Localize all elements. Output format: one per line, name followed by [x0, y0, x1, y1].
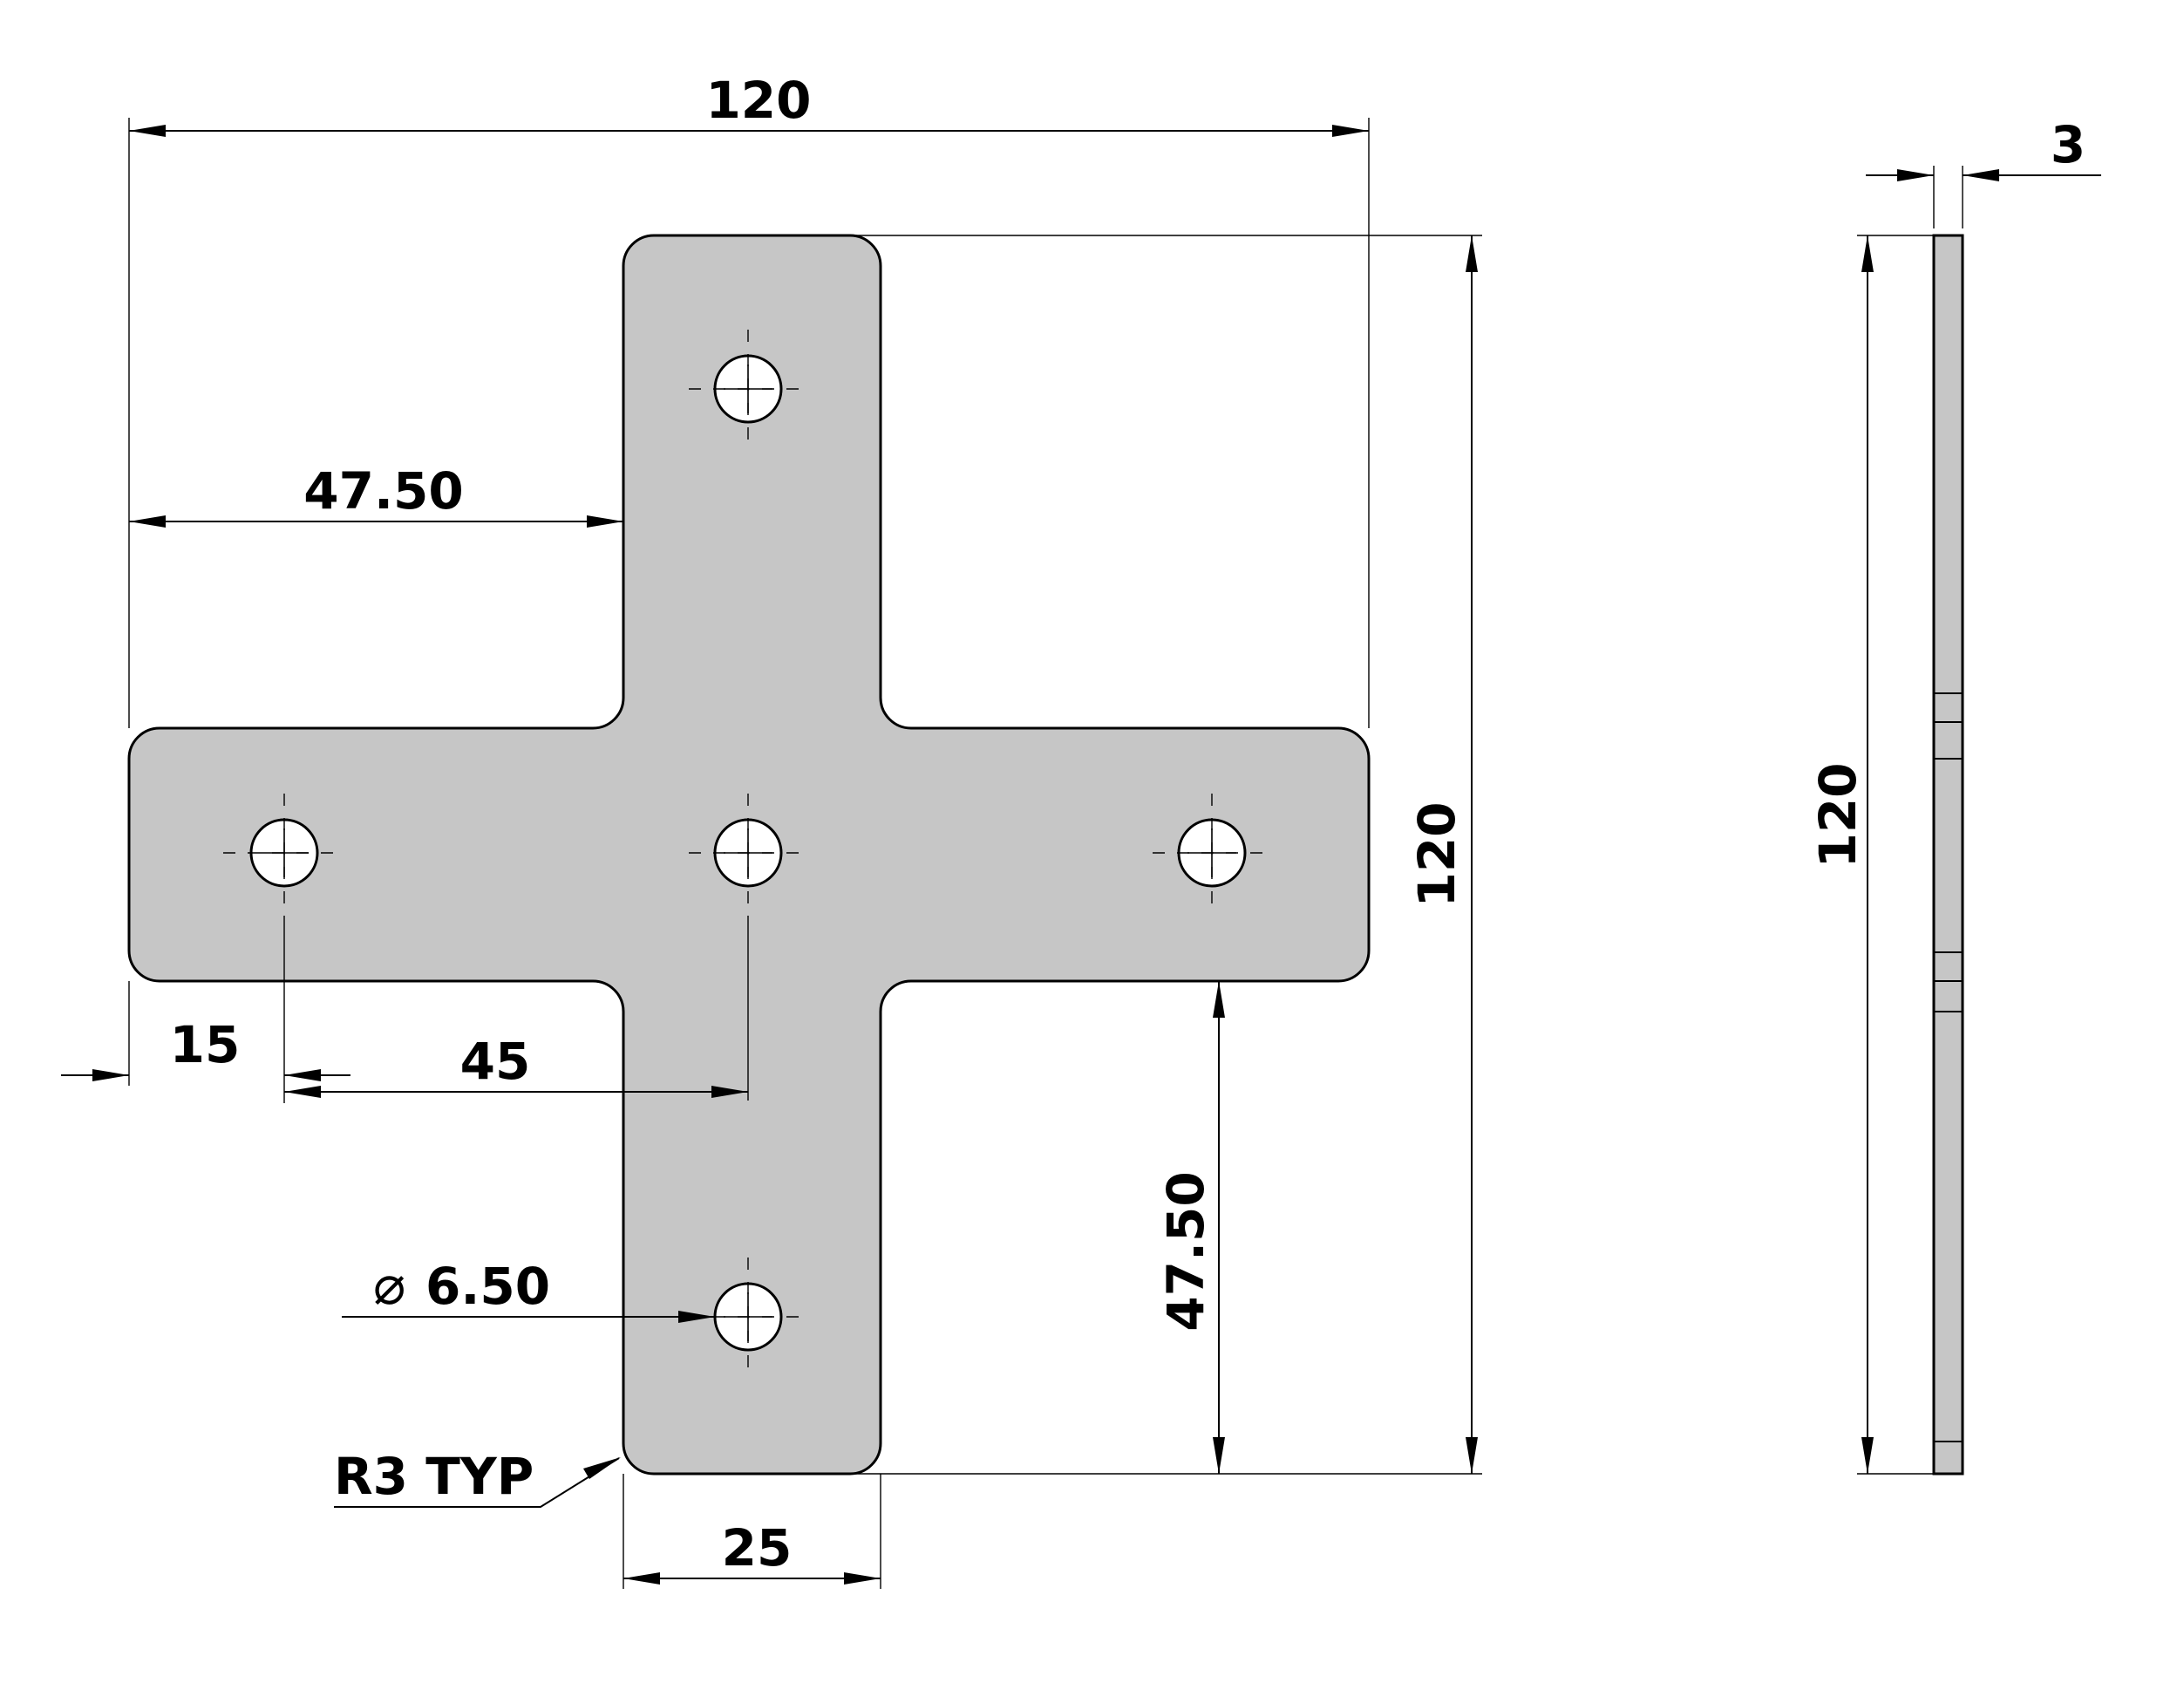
dim-label-overall-width: 120 [705, 71, 811, 130]
dim-label-thickness: 3 [2051, 115, 2085, 174]
dim-arm-width: 25 [623, 1474, 881, 1589]
dim-arm-offset-left: 47.50 [129, 461, 623, 528]
dim-label-overall-height: 120 [1407, 801, 1466, 907]
dim-label-side-height: 120 [1808, 762, 1868, 868]
dim-label-hole-spacing: 45 [460, 1032, 531, 1091]
dim-corner-radius: R3 TYP [334, 1447, 621, 1508]
dim-label-arm-offset-bottom: 47.50 [1156, 1171, 1215, 1331]
hole-bottom [689, 1258, 811, 1378]
dim-label-arm-offset-left: 47.50 [303, 461, 463, 521]
hole-center [689, 794, 811, 916]
dim-label-corner-radius: R3 TYP [334, 1447, 534, 1506]
hole-left [223, 794, 345, 916]
dim-label-arm-width: 25 [722, 1518, 793, 1578]
diameter-symbol: ⌀ [373, 1253, 405, 1317]
hole-top [689, 330, 811, 450]
dim-hole-edge-offset: 15 [61, 916, 350, 1103]
dim-overall-height: 120 [850, 235, 1482, 1475]
dim-thickness: 3 [1866, 115, 2101, 228]
dim-hole-spacing: 45 [284, 916, 749, 1101]
dim-label-hole-edge-offset: 15 [170, 1015, 241, 1074]
dim-arm-offset-bottom: 47.50 [1156, 981, 1225, 1474]
hole-right [1153, 794, 1275, 916]
side-view [1932, 234, 1964, 1476]
dim-hole-diameter: ⌀ 6.50 [342, 1253, 715, 1323]
dim-side-height: 120 [1808, 235, 1934, 1475]
dim-label-hole-diameter: 6.50 [425, 1257, 550, 1316]
dim-overall-width: 120 [128, 71, 1370, 728]
side-plate [1932, 234, 1964, 1476]
